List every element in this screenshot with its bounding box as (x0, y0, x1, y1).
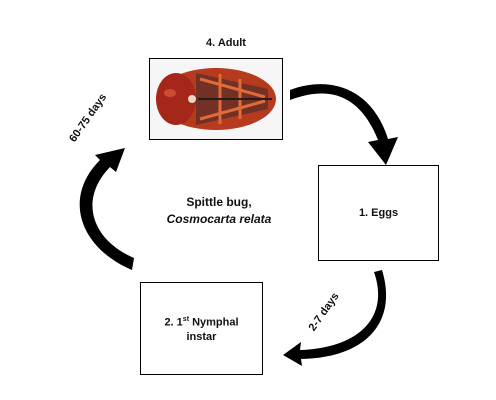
adult-stage-label: 4. Adult (206, 37, 246, 49)
adult-bug-image (156, 68, 276, 130)
nymph-label-suffix: Nymphal (189, 316, 239, 329)
nymph-label-superscript: st (182, 316, 190, 324)
eggs-stage-box: 1. Eggs (318, 165, 439, 261)
nymph-stage-label: 2. 1st Nymphal instar (164, 313, 238, 344)
arrow-eggs-to-nymph (283, 270, 387, 366)
arrow-adult-to-eggs (290, 84, 398, 165)
diagram-title: Spittle bug, Cosmocarta relata (124, 194, 314, 228)
nymph-stage-box: 2. 1st Nymphal instar (140, 282, 263, 375)
title-line-1: Spittle bug, (186, 195, 252, 209)
nymph-label-prefix: 2. 1 (164, 316, 183, 329)
arrow-nymph-to-adult (79, 148, 134, 270)
eggs-stage-label: 1. Eggs (358, 207, 399, 219)
adult-photo-frame (149, 58, 283, 140)
nymph-label-line-2: instar (186, 330, 217, 343)
title-line-2: Cosmocarta relata (166, 212, 272, 226)
